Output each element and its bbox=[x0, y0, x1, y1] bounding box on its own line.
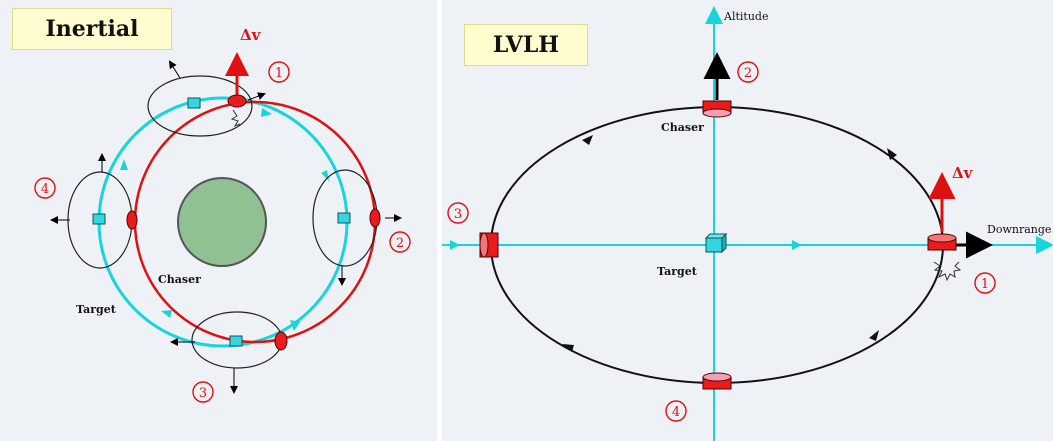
svg-text:2: 2 bbox=[744, 66, 752, 81]
chaser-spacecraft bbox=[702, 100, 732, 118]
ellipse-direction-arrow bbox=[562, 344, 574, 352]
lvlh-panel: 1 2 3 4 Altitude Downrange Δv Chaser Tar… bbox=[442, 0, 1053, 441]
svg-text:1: 1 bbox=[981, 277, 989, 292]
chaser-spacecraft bbox=[702, 372, 732, 390]
target-cube bbox=[229, 335, 243, 347]
target-cube bbox=[704, 232, 728, 254]
frame-axis-arrow bbox=[168, 60, 181, 79]
target-cube bbox=[92, 213, 106, 225]
lvlh-diagram: 1 2 3 4 Altitude Downrange Δv Chaser Tar… bbox=[442, 6, 1053, 441]
target-cube bbox=[187, 97, 201, 109]
target-label: Target bbox=[657, 265, 698, 278]
chaser-spacecraft bbox=[479, 232, 499, 258]
marker-2: 2 bbox=[737, 61, 759, 83]
earth bbox=[177, 177, 267, 267]
marker-3: 3 bbox=[447, 202, 469, 224]
ellipse-direction-arrow bbox=[869, 330, 879, 341]
lvlh-title: LVLH bbox=[464, 24, 588, 66]
chaser-label: Chaser bbox=[661, 121, 704, 134]
target-cube bbox=[337, 212, 351, 224]
chaser-label: Chaser bbox=[158, 273, 201, 286]
thrust-burst-icon bbox=[933, 261, 962, 282]
chaser-spacecraft bbox=[126, 210, 138, 230]
svg-text:1: 1 bbox=[275, 66, 283, 81]
svg-text:3: 3 bbox=[199, 386, 207, 401]
lvlh-frame-1 bbox=[147, 75, 253, 137]
marker-4: 4 bbox=[34, 177, 56, 199]
chaser-spacecraft bbox=[369, 208, 381, 228]
inertial-diagram: 1 2 3 4 Δv Chaser Target bbox=[34, 26, 411, 403]
chaser-spacecraft bbox=[927, 233, 957, 251]
frame-axis-arrow bbox=[247, 92, 266, 101]
orbit-direction-arrow bbox=[290, 320, 300, 331]
delta-v-label: Δv bbox=[952, 164, 974, 182]
thrust-burst-icon bbox=[230, 109, 241, 128]
chaser-spacecraft bbox=[227, 94, 247, 108]
marker-4: 4 bbox=[665, 400, 687, 422]
orbit-direction-arrow bbox=[321, 170, 329, 181]
marker-2: 2 bbox=[389, 231, 411, 253]
axis-direction-arrow bbox=[792, 240, 802, 250]
axis-direction-arrow bbox=[450, 240, 460, 250]
chaser-spacecraft bbox=[274, 331, 288, 351]
orbit-direction-arrow bbox=[261, 108, 272, 117]
inertial-panel: 1 2 3 4 Δv Chaser Target Inertial bbox=[0, 0, 437, 441]
downrange-label: Downrange bbox=[987, 223, 1051, 236]
inertial-title: Inertial bbox=[12, 8, 172, 50]
marker-1: 1 bbox=[268, 61, 290, 83]
altitude-label: Altitude bbox=[723, 10, 768, 23]
svg-text:2: 2 bbox=[396, 236, 404, 251]
svg-text:4: 4 bbox=[672, 405, 680, 420]
ellipse-direction-arrow bbox=[887, 148, 897, 160]
orbit-direction-arrow bbox=[161, 310, 172, 318]
target-label: Target bbox=[76, 303, 117, 316]
orbit-direction-arrow bbox=[120, 159, 128, 170]
marker-1: 1 bbox=[974, 272, 996, 294]
marker-3: 3 bbox=[192, 381, 214, 403]
delta-v-label: Δv bbox=[240, 26, 262, 44]
svg-text:4: 4 bbox=[41, 182, 49, 197]
svg-text:3: 3 bbox=[454, 207, 462, 222]
ellipse-direction-arrow bbox=[582, 135, 593, 145]
